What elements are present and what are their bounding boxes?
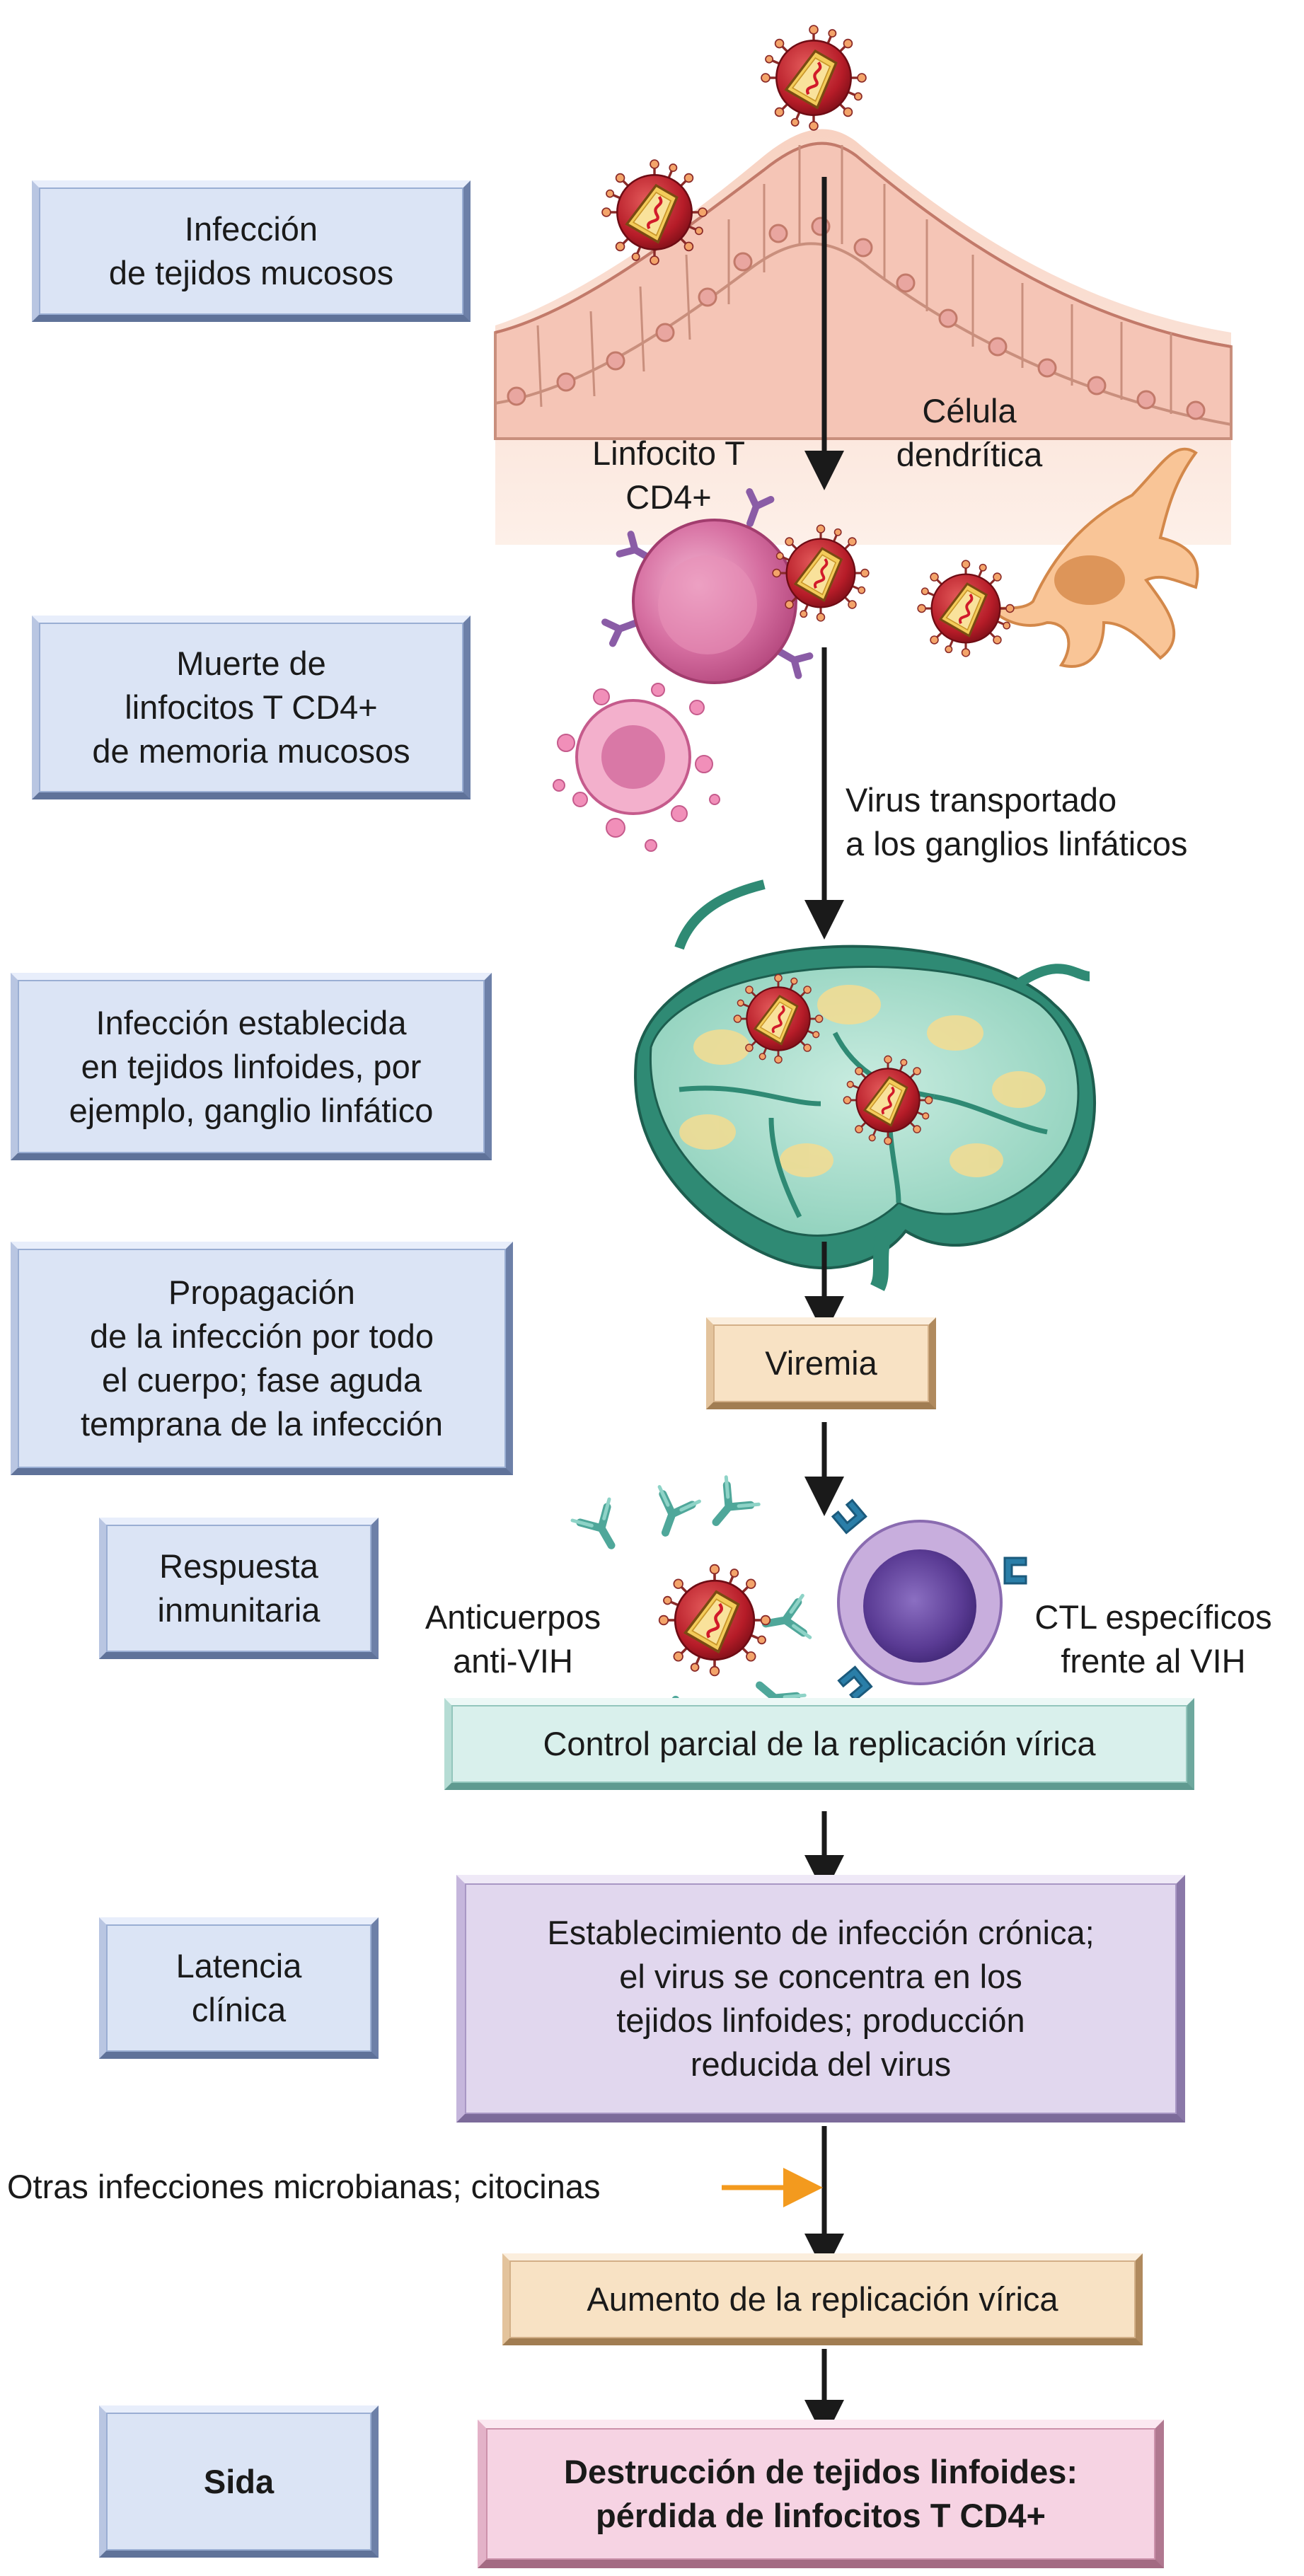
label-other-infections: Otras infecciones microbianas; citocinas — [7, 2168, 601, 2205]
virus-particle — [732, 973, 824, 1065]
virus-particle — [916, 559, 1015, 658]
hiv-specific-ctl — [831, 1498, 1027, 1702]
viremia-box: Viremia — [706, 1317, 936, 1409]
stage-lymphoid-infection: Infección establecida en tejidos linfoid… — [11, 973, 492, 1160]
label-anti-hiv-antibodies: Anticuerpos anti-VIH — [425, 1598, 601, 1680]
stage-aids: Sida — [99, 2405, 379, 2558]
partial-control-box: Control parcial de la replicación vírica — [444, 1698, 1194, 1790]
stage-immune-response: Respuesta inmunitaria — [99, 1518, 379, 1659]
label-hiv-specific-ctl: CTL específicos frente al VIH — [1034, 1598, 1272, 1680]
virus-particle — [842, 1054, 934, 1146]
virus-particle — [761, 25, 866, 130]
virus-particle — [771, 524, 870, 623]
dendritic-cell — [987, 447, 1199, 668]
label-cd4-t-cell: Linfocito T CD4+ — [592, 434, 745, 516]
stage-clinical-latency: Latencia clínica — [99, 1917, 379, 2059]
lymphoid-destruction-box: Destrucción de tejidos linfoides: pérdid… — [478, 2420, 1164, 2568]
stage-mucosal-infection: Infección de tejidos mucosos — [32, 180, 471, 322]
stage-memory-cell-death: Muerte de linfocitos T CD4+ de memoria m… — [32, 616, 471, 799]
chronic-infection-box: Establecimiento de infección crónica; el… — [456, 1875, 1185, 2122]
virus-particle — [602, 160, 707, 265]
cd4-t-cell — [605, 492, 809, 684]
stage-dissemination: Propagación de la infección por todo el … — [11, 1242, 513, 1475]
increased-replication-box: Aumento de la replicación vírica — [502, 2253, 1143, 2345]
label-virus-transported: Virus transportado a los ganglios linfát… — [846, 781, 1188, 862]
virus-particle — [659, 1565, 771, 1676]
dying-cd4-cell — [553, 683, 720, 852]
label-dendritic-cell: Célula dendrítica — [896, 392, 1043, 473]
